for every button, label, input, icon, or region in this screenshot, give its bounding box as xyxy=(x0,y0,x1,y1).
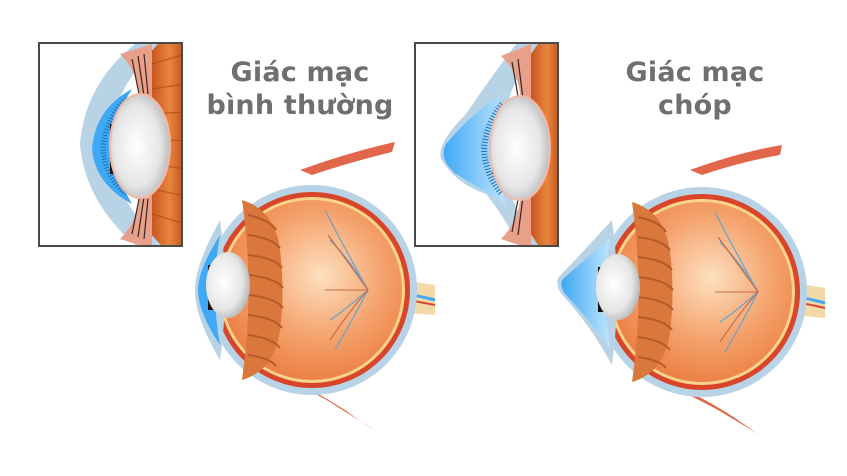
normal-label-line2: bình thường xyxy=(206,90,394,121)
normal-cornea-label: Giác mạc bình thường xyxy=(205,56,395,122)
keratoconus-eye-cross-section xyxy=(557,145,826,436)
keratoconus-label-line2: chóp xyxy=(658,90,732,121)
keratoconus-label-line1: Giác mạc xyxy=(625,57,765,88)
normal-cornea-closeup-illustration xyxy=(80,44,181,245)
normal-cornea-inset xyxy=(38,42,183,247)
keratoconus-label: Giác mạc chóp xyxy=(600,56,790,122)
normal-label-line1: Giác mạc xyxy=(230,57,370,88)
normal-eye-cross-section xyxy=(195,142,436,430)
keratoconus-cornea-closeup-illustration xyxy=(440,44,557,245)
keratoconus-cornea-inset xyxy=(414,42,559,247)
